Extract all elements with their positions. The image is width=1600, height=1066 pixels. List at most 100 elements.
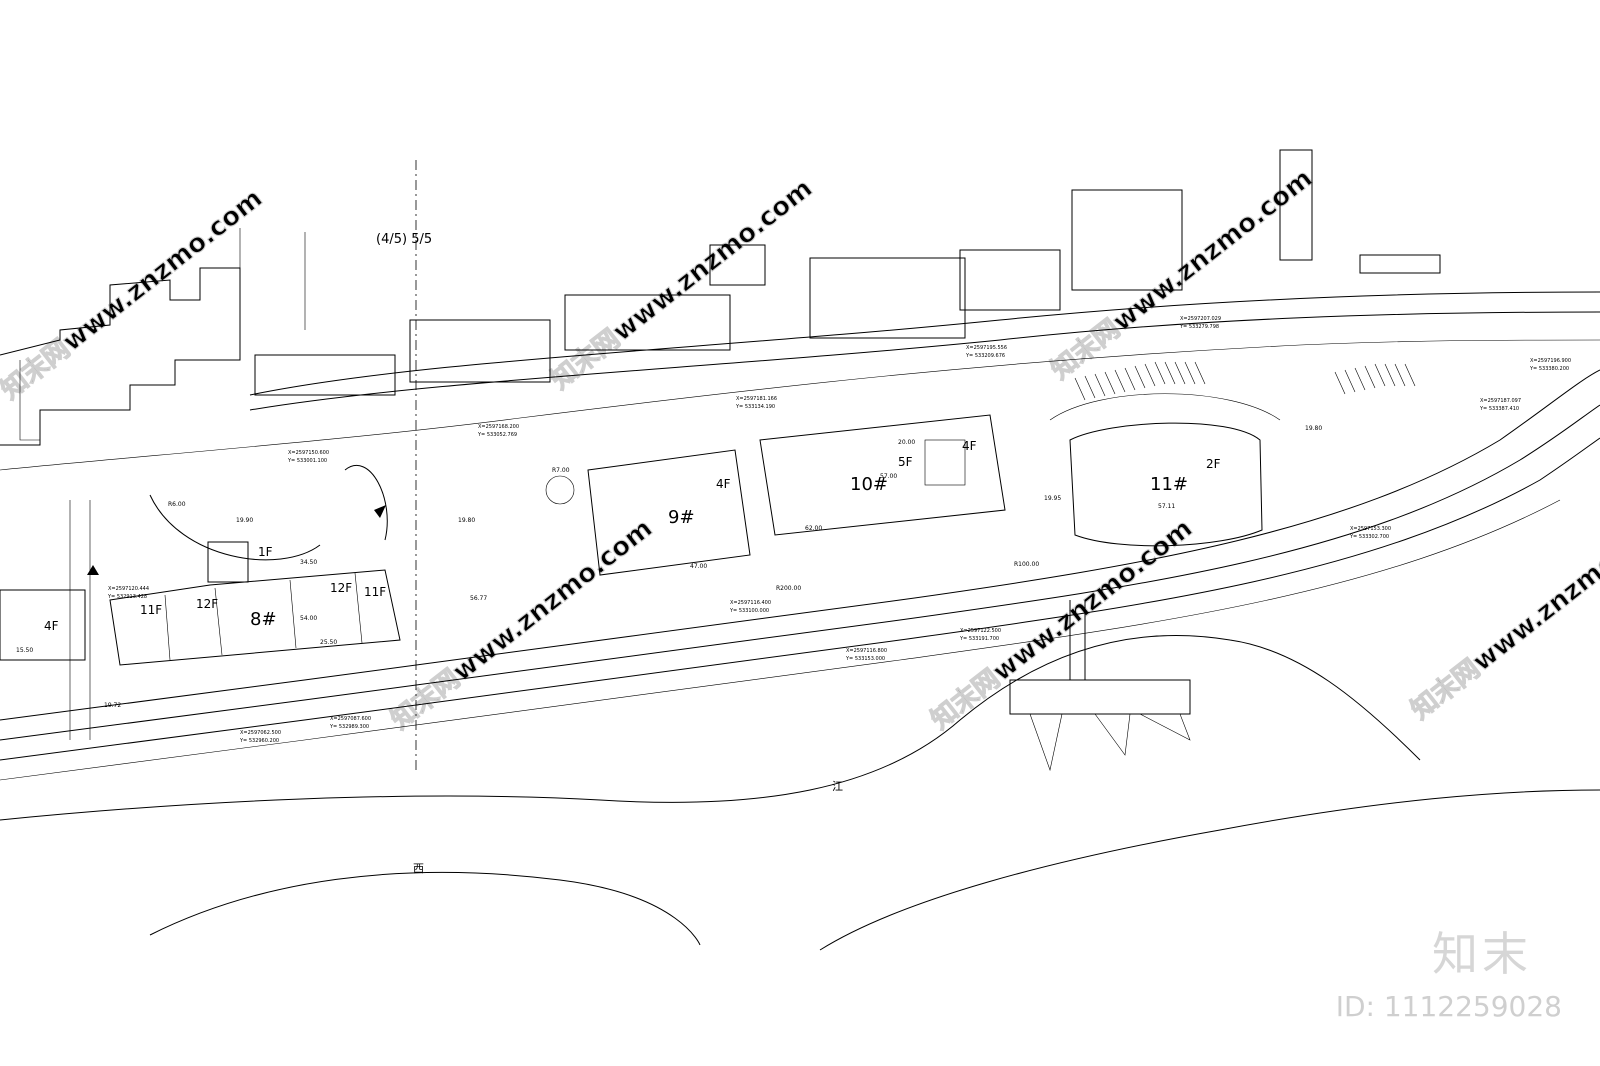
dimension-label: 19.72 xyxy=(104,702,121,709)
floor-label: 12F xyxy=(196,597,218,611)
dimension-label: 20.00 xyxy=(898,439,915,446)
floor-label: 4F xyxy=(962,439,977,453)
coord-y: Y= 533052.769 xyxy=(477,432,517,438)
coord-y: Y= 533001.100 xyxy=(287,458,327,464)
pier-deck xyxy=(1009,679,1191,715)
floor-label: 2F xyxy=(1206,457,1221,471)
coord-y: Y= 533387.410 xyxy=(1479,406,1519,412)
dimension-label: R7.00 xyxy=(552,467,570,474)
floor-label: 12F xyxy=(330,581,352,595)
watermark-text-4: 知末网www.znzmo.com xyxy=(386,513,658,735)
watermark-id: ID: 1112259028 xyxy=(1335,990,1562,1023)
coord-y: Y= 533100.000 xyxy=(729,608,769,614)
dimension-label: 47.00 xyxy=(690,563,707,570)
building-8: 8# xyxy=(109,541,401,666)
dimension-label: 19.80 xyxy=(458,517,475,524)
street-edge-south xyxy=(249,311,1600,411)
coord-x: X=2597062.500 xyxy=(240,730,281,736)
existing-buildings xyxy=(0,149,1441,446)
building-8-division-b xyxy=(214,587,223,656)
watermark-text-2: 知末网www.znzmo.com xyxy=(546,173,818,395)
existing-building-e xyxy=(809,257,966,339)
coord-y: Y= 533302.700 xyxy=(1349,534,1389,540)
river-banks: 江 西 xyxy=(0,635,1600,951)
watermark-text-1: 知末网www.znzmo.com xyxy=(0,183,268,405)
coord-x: X=2597150.600 xyxy=(288,450,329,456)
watermark-logo: 知末 xyxy=(1432,927,1532,981)
coord-x: X=2597120.444 xyxy=(108,586,149,592)
existing-building-i xyxy=(1359,254,1441,274)
coord-x: X=2597207.029 xyxy=(1180,316,1221,322)
building-8-label: 8# xyxy=(250,609,277,630)
existing-building-a xyxy=(254,354,396,396)
river-bank-north xyxy=(0,635,1421,821)
coord-y: Y= 533153.000 xyxy=(845,656,885,662)
street-edge-north xyxy=(249,291,1600,396)
coord-y: Y= 532989.300 xyxy=(329,724,369,730)
coord-x: X=2597116.400 xyxy=(730,600,771,606)
floor-label: 4F xyxy=(44,619,59,633)
floor-labels: 4F 1F 12F 11F 12F 11F 4F 5F 4F 2F xyxy=(44,439,1221,633)
river-bank-south-a xyxy=(149,871,701,946)
boat-b xyxy=(1094,713,1131,756)
coord-y: Y= 532913.428 xyxy=(107,594,147,600)
dimension-label: R6.00 xyxy=(168,501,186,508)
coord-x: X=2597153.300 xyxy=(1350,526,1391,532)
dimension-label: R200.00 xyxy=(776,585,801,592)
coord-y: Y= 533380.200 xyxy=(1529,366,1569,372)
dimension-label: 19.80 xyxy=(1305,425,1322,432)
existing-building-wall xyxy=(19,360,40,441)
existing-building-h xyxy=(1279,149,1313,261)
dimension-label: 54.00 xyxy=(300,615,317,622)
building-8-division-a xyxy=(164,594,171,661)
west-turning-arc xyxy=(344,464,388,541)
river-label-1: 江 xyxy=(832,780,843,793)
existing-building-block-west xyxy=(0,267,241,446)
coord-y: Y= 533209.676 xyxy=(965,353,1005,359)
building-8-1f-block xyxy=(207,541,249,583)
river-label-2: 西 xyxy=(413,862,424,875)
building-10: 10# xyxy=(759,414,1006,536)
road-edge-4 xyxy=(0,499,1561,781)
building-8-outline xyxy=(109,569,401,666)
west-site xyxy=(0,464,388,740)
building-11-label: 11# xyxy=(1150,474,1188,495)
existing-building-f xyxy=(959,249,1061,311)
building-11: 11# xyxy=(1049,393,1281,547)
coordinate-annotations: X=2597207.029 Y= 533279.798 X=2597195.55… xyxy=(107,316,1571,744)
coord-x: X=2597116.800 xyxy=(846,648,887,654)
floor-label: 11F xyxy=(140,603,162,617)
coord-x: X=2597196.900 xyxy=(1530,358,1571,364)
dimension-label: 15.50 xyxy=(16,647,33,654)
boat-a xyxy=(1029,713,1063,772)
coord-x: X=2597168.200 xyxy=(478,424,519,430)
floor-label: 1F xyxy=(258,545,273,559)
road-edge-3 xyxy=(0,437,1600,761)
dimension-label: 56.77 xyxy=(470,595,487,602)
riverside-road xyxy=(0,369,1600,781)
dimension-label: 57.00 xyxy=(880,473,897,480)
promenade-edge xyxy=(0,339,1600,471)
floor-label: 5F xyxy=(898,455,913,469)
coord-y: Y= 533191.700 xyxy=(959,636,999,642)
west-building-4f xyxy=(0,589,86,661)
coord-y: Y= 533134.190 xyxy=(735,404,775,410)
north-street xyxy=(0,291,1600,471)
watermark-text-5: 知末网www.znzmo.com xyxy=(926,513,1198,735)
coord-x: X=2597181.166 xyxy=(736,396,777,402)
existing-building-d xyxy=(709,244,766,286)
coord-x: X=2597087.600 xyxy=(330,716,371,722)
coord-x: X=2597187.097 xyxy=(1480,398,1521,404)
coord-y: Y= 533279.798 xyxy=(1179,324,1219,330)
building-9-label: 9# xyxy=(668,507,695,528)
west-driveway-arc xyxy=(149,494,321,561)
hatched-retaining-walls xyxy=(1074,361,1416,401)
dimension-label: 25.50 xyxy=(320,639,337,646)
watermark-text-6: 知末网www.znzmo.com xyxy=(1406,503,1600,725)
boat-c xyxy=(1139,713,1191,741)
building-9-round-kiosk xyxy=(545,475,575,505)
dimension-label: 62.00 xyxy=(805,525,822,532)
dimension-label: R100.00 xyxy=(1014,561,1039,568)
pier xyxy=(1009,600,1191,772)
